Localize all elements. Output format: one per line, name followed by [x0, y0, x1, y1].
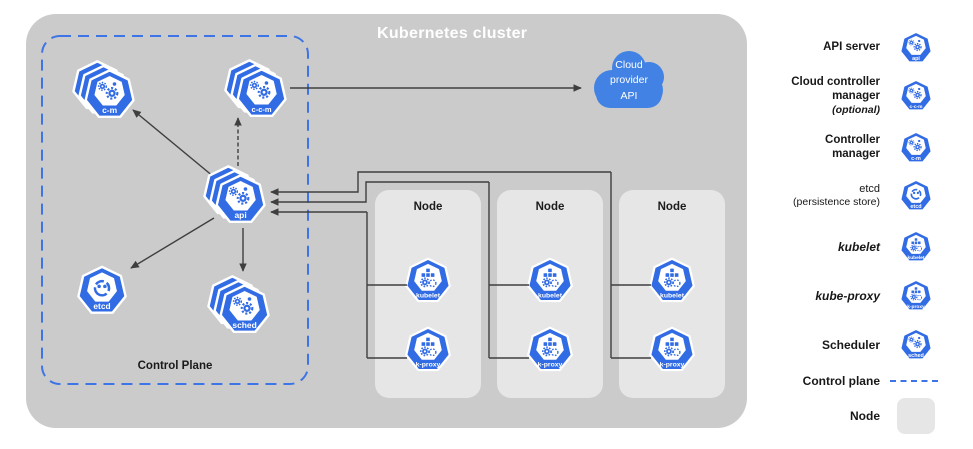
- legend-label-text: Cloud controller manager: [791, 75, 880, 102]
- legend-label-note: (persistence store): [793, 196, 880, 209]
- legend-label: Controller manager: [825, 134, 880, 160]
- control-plane-dash-swatch: [890, 380, 942, 382]
- legend-label: Scheduler: [821, 337, 880, 352]
- node-box-swatch: [897, 398, 935, 434]
- scheduler-icon: sched: [206, 275, 270, 334]
- legend-kubelet-icon: kubelet: [899, 230, 933, 262]
- legend-kube-proxy-icon: k-proxy: [899, 279, 933, 311]
- icon-label: c-m: [102, 105, 117, 115]
- icon-label: etcd: [910, 204, 921, 210]
- kube-proxy-icon: k-proxy: [405, 326, 451, 372]
- cloud-controller-manager-icon: c-c-m: [223, 59, 287, 118]
- legend-row-node: Node: [770, 396, 942, 436]
- legend-label: kubelet: [837, 239, 880, 254]
- icon-label: kubelet: [908, 255, 925, 261]
- icon-label: c-m: [911, 156, 921, 162]
- icon-label: k-proxy: [416, 362, 441, 369]
- icon-label: etcd: [93, 301, 110, 311]
- icon-label: c-c-m: [910, 105, 923, 110]
- legend-scheduler-icon: sched: [899, 328, 933, 360]
- kubelet-icon: kubelet: [527, 257, 573, 303]
- icon-label: c-c-m: [252, 105, 272, 114]
- legend-label: Control plane: [802, 373, 880, 388]
- cloud-shape: [594, 51, 664, 108]
- icon-label: k-proxy: [660, 362, 685, 369]
- legend-row-etcd: etcd (persistence store) etcd: [770, 176, 942, 216]
- cloud-provider-api: Cloud provider API: [588, 48, 670, 111]
- legend-label: kube-proxy: [815, 288, 880, 303]
- node-box-3: Node kubelet k-proxy: [619, 190, 725, 398]
- legend-row-api-server: API server api: [770, 30, 942, 66]
- node-label: Node: [413, 201, 443, 213]
- icon-label: sched: [908, 353, 924, 359]
- control-plane-label: Control Plane: [137, 360, 213, 372]
- legend-etcd-icon: etcd: [899, 179, 933, 211]
- legend-label-text: etcd: [859, 183, 880, 196]
- icon-label: api: [234, 210, 246, 220]
- icon-label: kubelet: [538, 293, 563, 300]
- icon-label: k-proxy: [538, 362, 563, 369]
- legend-row-kubelet: kubelet kubelet: [770, 229, 942, 265]
- etcd-icon: etcd: [77, 265, 127, 314]
- legend-controller-manager-icon: c-m: [899, 131, 933, 163]
- legend-row-cloud-controller-manager: Cloud controller manager (optional) c-c-…: [770, 72, 942, 120]
- kubelet-icon: kubelet: [649, 257, 695, 303]
- node-label: Node: [657, 201, 687, 213]
- kube-proxy-icon: k-proxy: [649, 326, 695, 372]
- kubelet-icon: kubelet: [405, 257, 451, 303]
- node-label: Node: [535, 201, 565, 213]
- icon-label: kubelet: [660, 293, 685, 300]
- icon-label: sched: [232, 320, 256, 330]
- legend-cloud-controller-manager-icon: c-c-m: [899, 79, 933, 111]
- legend-row-controller-manager: Controller manager c-m: [770, 126, 942, 170]
- controller-manager-icon: c-m: [71, 60, 135, 119]
- legend-label: etcd (persistence store): [793, 170, 880, 222]
- node-box-1: Node kubelet k-proxy: [375, 190, 481, 398]
- legend-row-scheduler: Scheduler sched: [770, 327, 942, 363]
- legend-label: API server: [823, 41, 880, 54]
- cloud-provider-api-label: Cloud provider API: [610, 58, 648, 102]
- legend-row-control-plane: Control plane: [770, 368, 942, 394]
- legend-label: Cloud controller manager (optional): [791, 62, 880, 130]
- api-server-icon: api: [202, 165, 266, 224]
- node-box-2: Node kubelet k-proxy: [497, 190, 603, 398]
- icon-label: kubelet: [416, 293, 441, 300]
- legend-api-server-icon: api: [899, 31, 933, 63]
- legend-label: Node: [850, 408, 880, 423]
- icon-label: k-proxy: [907, 304, 925, 310]
- legend-label-note: (optional): [832, 103, 880, 116]
- cluster-title: Kubernetes cluster: [377, 25, 528, 42]
- kube-proxy-icon: k-proxy: [527, 326, 573, 372]
- legend-row-kube-proxy: kube-proxy k-proxy: [770, 278, 942, 314]
- icon-label: api: [912, 56, 920, 62]
